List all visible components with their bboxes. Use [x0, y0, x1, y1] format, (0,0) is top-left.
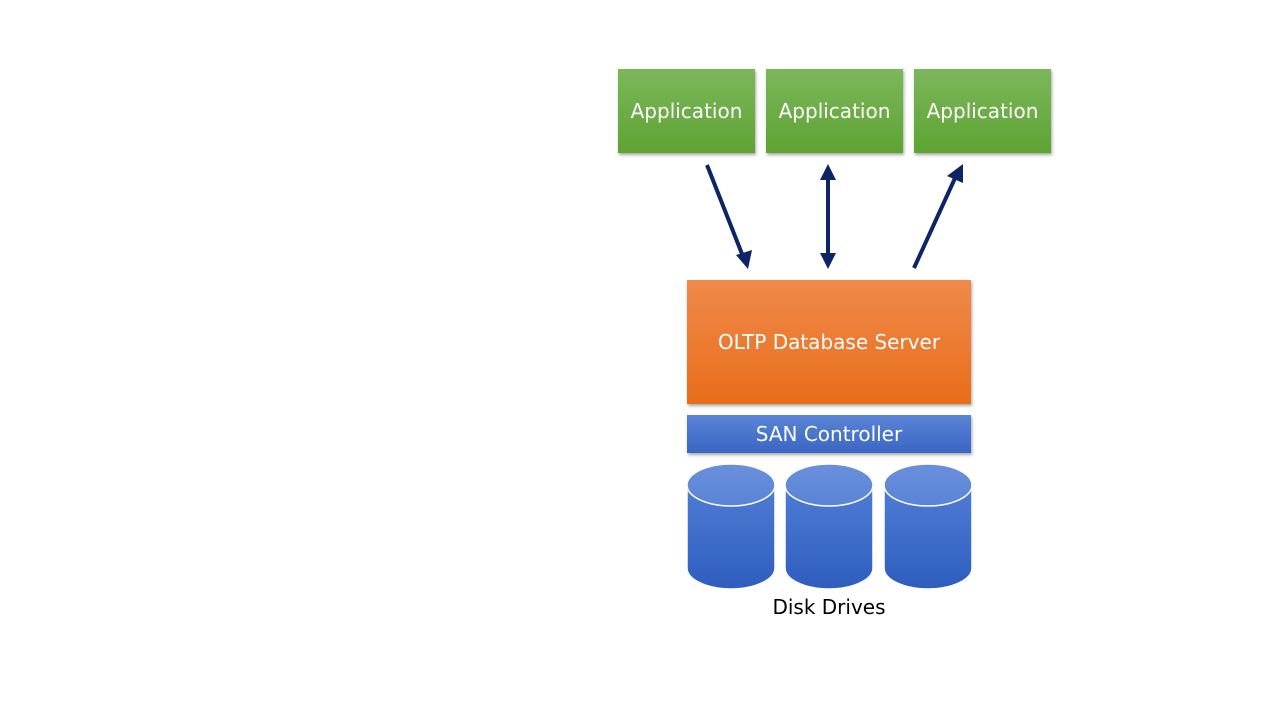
san-controller-box: SAN Controller: [687, 415, 971, 453]
san-controller-label: SAN Controller: [755, 422, 903, 446]
disk-drive-icon: [883, 463, 973, 590]
arrow-server-to-app3: [912, 164, 963, 269]
application-label: Application: [778, 99, 891, 123]
disk-drive-icon: [686, 463, 776, 590]
disk-drive-icon: [784, 463, 874, 590]
database-server-box: OLTP Database Server: [687, 280, 971, 404]
application-box-2: Application: [766, 69, 903, 153]
disk-drives-label: Disk Drives: [772, 595, 886, 619]
application-label: Application: [630, 99, 743, 123]
application-box-1: Application: [618, 69, 755, 153]
application-label: Application: [926, 99, 1039, 123]
arrow-app2-bidirectional: [820, 164, 836, 269]
database-server-label: OLTP Database Server: [717, 330, 941, 354]
arrow-app1-to-server: [705, 164, 752, 269]
application-box-3: Application: [914, 69, 1051, 153]
